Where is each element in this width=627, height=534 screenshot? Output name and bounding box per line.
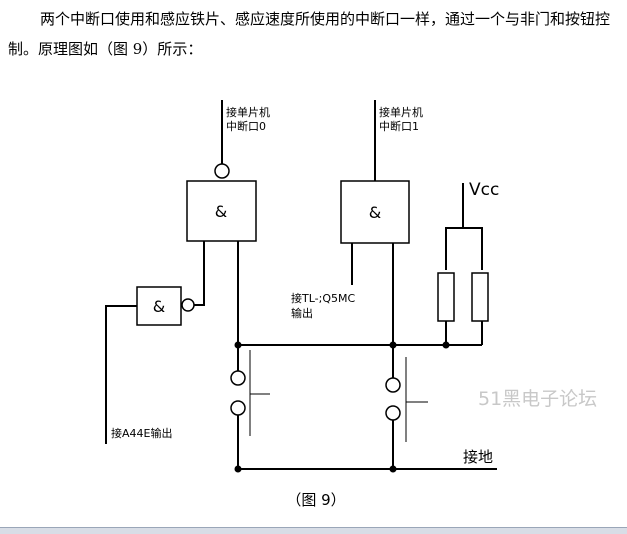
wire-gate1-to-small	[194, 241, 205, 306]
label-int0-line1: 接单片机	[226, 105, 270, 119]
label-int1-line1: 接单片机	[379, 105, 423, 119]
label-ttl-line1: 接TL-;Q5MC	[291, 292, 355, 305]
button2-contact	[385, 377, 401, 393]
nand-gate-small	[136, 286, 182, 326]
resistor-left	[437, 272, 455, 322]
wire-a44e	[105, 305, 137, 444]
label-ground: 接地	[463, 448, 493, 466]
wire-resistor-top	[445, 227, 483, 270]
taskbar-strip	[0, 527, 627, 534]
nand-gate-1	[186, 180, 257, 242]
nand-small-inversion-bubble	[181, 298, 195, 312]
label-int0-line2: 中断口0	[226, 119, 266, 133]
intro-paragraph: 两个中断口使用和感应铁片、感应速度所使用的中断口一样，通过一个与非门和按钮控制。…	[8, 10, 611, 58]
label-a44e: 接A44E输出	[111, 426, 172, 440]
button1-contact	[230, 400, 246, 416]
figure-caption: （图 9）	[286, 491, 345, 509]
resistor-right	[471, 272, 489, 322]
button2-contact	[385, 405, 401, 421]
nand1-inversion-bubble	[214, 163, 230, 179]
button1-contact	[230, 370, 246, 386]
nand-gate-1-symbol: &	[215, 202, 227, 221]
watermark: 51黑电子论坛	[478, 388, 597, 410]
nand-gate-2-symbol: &	[369, 203, 381, 222]
label-ttl-line2: 输出	[291, 306, 313, 320]
junction-dot	[234, 465, 242, 473]
label-int1-line2: 中断口1	[379, 119, 419, 133]
nand-gate-2	[340, 180, 410, 244]
label-vcc: Vcc	[469, 180, 499, 200]
nand-gate-small-symbol: &	[153, 297, 165, 316]
junction-dot	[389, 465, 397, 473]
